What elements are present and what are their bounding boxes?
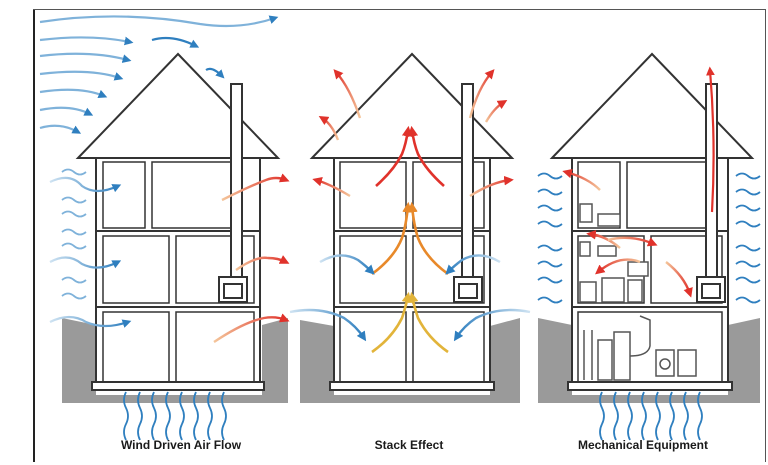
ground-mech	[538, 318, 760, 403]
house-body-mech	[571, 156, 729, 387]
frame-left-border	[33, 10, 35, 462]
roof-mech	[549, 52, 755, 159]
caption-stack-effect: Stack Effect	[374, 438, 444, 452]
dryer	[677, 349, 697, 377]
water-heater	[597, 339, 613, 381]
ground-wind	[62, 318, 288, 403]
ground-stack	[300, 318, 520, 403]
furnace-unit	[613, 331, 631, 381]
roof-stack	[309, 52, 515, 159]
fan-icon	[579, 203, 593, 223]
caption-mechanical: Mechanical Equipment	[577, 438, 709, 452]
roof-wind	[75, 52, 281, 159]
frame-top-border	[33, 9, 766, 10]
caption-wind-driven: Wind Driven Air Flow	[120, 438, 242, 452]
frame-right-border	[765, 9, 766, 462]
panel-mech	[537, 52, 761, 441]
panel-stack	[289, 52, 531, 403]
panel-wind	[39, 15, 290, 441]
